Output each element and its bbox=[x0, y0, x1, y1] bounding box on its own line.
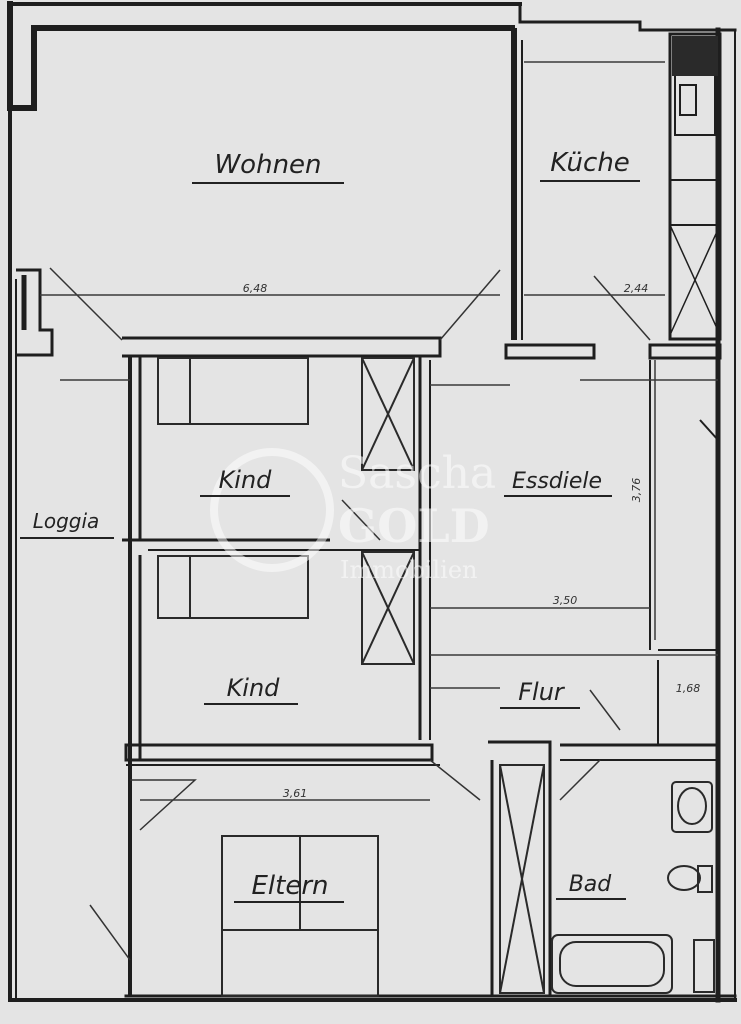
watermark-line-1: Sascha bbox=[338, 448, 496, 499]
bathtub bbox=[551, 934, 673, 994]
built-ins bbox=[157, 357, 715, 997]
room-label-essdiele: Essdiele bbox=[512, 469, 602, 494]
wardrobe-kind-1 bbox=[361, 357, 415, 471]
door-swings bbox=[49, 267, 651, 961]
washbasin bbox=[671, 781, 713, 833]
cabinet-flur bbox=[499, 764, 545, 994]
watermark-line-3: Immobilien bbox=[340, 556, 478, 584]
dim-flur-width: 1,68 bbox=[676, 682, 701, 695]
room-label-kueche: Küche bbox=[550, 148, 630, 178]
dim-essdiele-height: 3,76 bbox=[630, 478, 643, 503]
watermark-line-2: GOLD bbox=[338, 499, 490, 553]
room-label-kind-2: Kind bbox=[227, 674, 281, 702]
room-label-loggia: Loggia bbox=[33, 509, 100, 533]
bed-kind-1 bbox=[157, 357, 309, 425]
dim-essdiele-width: 3,50 bbox=[553, 594, 578, 607]
inner-walls bbox=[16, 28, 722, 996]
dim-kueche-width: 2,44 bbox=[624, 282, 649, 295]
dim-wohnen-width: 6,48 bbox=[243, 282, 268, 295]
watermark: Sascha GOLD Immobilien bbox=[210, 448, 496, 584]
dimension-lines bbox=[40, 61, 718, 801]
label-underlines bbox=[20, 180, 640, 903]
room-label-wohnen: Wohnen bbox=[214, 150, 321, 180]
room-label-eltern: Eltern bbox=[251, 871, 328, 901]
room-label-kind-1: Kind bbox=[219, 466, 273, 494]
toilet bbox=[667, 865, 701, 891]
room-label-flur: Flur bbox=[518, 678, 566, 706]
room-label-bad: Bad bbox=[569, 872, 613, 897]
dim-eltern-width: 3,61 bbox=[283, 787, 308, 800]
outer-walls bbox=[7, 1, 737, 1003]
wardrobe-kind-2 bbox=[361, 551, 415, 665]
